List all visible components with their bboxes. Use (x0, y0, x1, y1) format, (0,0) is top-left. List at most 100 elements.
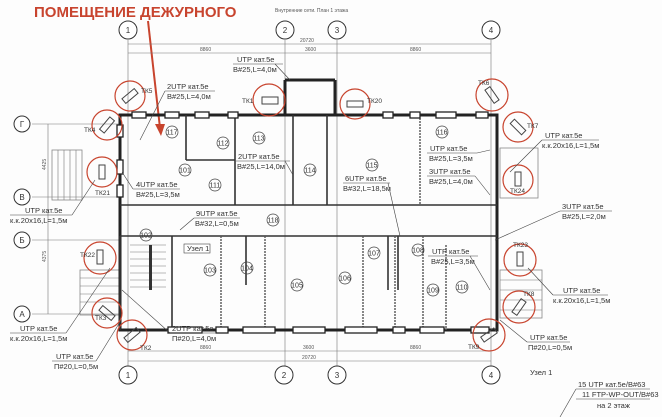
svg-text:6UTP кат.5e: 6UTP кат.5e (345, 174, 387, 183)
svg-text:В#25,L=4,0м: В#25,L=4,0м (429, 177, 473, 186)
room-115: 115 (365, 158, 379, 172)
svg-text:114: 114 (304, 168, 315, 175)
svg-text:107: 107 (368, 251, 380, 258)
svg-text:102: 102 (140, 233, 152, 240)
room-116: 116 (435, 125, 449, 139)
axis-row-v: В (19, 193, 24, 202)
room-110: 110 (455, 280, 469, 294)
svg-text:UTP кат.5e: UTP кат.5e (25, 206, 62, 215)
dimension-lines: 20720 8860 3600 8860 8860 3600 8860 2072… (42, 38, 491, 362)
axis-4-bottom: 4 (489, 371, 494, 380)
svg-text:15 UTP кат.5e/В#63: 15 UTP кат.5e/В#63 (578, 380, 645, 389)
svg-text:116: 116 (436, 130, 447, 137)
room-103: 103 (203, 263, 217, 277)
svg-text:к.к.20х16,L=1,5м: к.к.20х16,L=1,5м (10, 216, 67, 225)
annotation-16: 2UTP кат.5eП#20,L=4,0м (121, 289, 216, 343)
axis-row-g: Г (20, 120, 25, 129)
node-label-legend: Узел 1 (530, 368, 552, 377)
svg-text:ТК23: ТК23 (513, 242, 528, 249)
svg-text:ТК5: ТК5 (141, 88, 153, 95)
room-102: 102 (139, 228, 153, 242)
svg-text:11 FTP-WP-OUT/В#63: 11 FTP-WP-OUT/В#63 (582, 390, 659, 399)
svg-text:UTP кат.5e: UTP кат.5e (20, 324, 57, 333)
svg-text:на 2 этаж: на 2 этаж (597, 401, 630, 410)
node-label-plan: Узел 1 (187, 244, 209, 253)
annotation-14: UTP кат.5eк.к.20х16,L=1,5м (10, 267, 111, 343)
room-numbers: 117 112 113 114 115 116 101 111 118 102 … (139, 125, 469, 297)
annotation-2: 2UTP кат.5eВ#25,L=14,0м (236, 152, 294, 176)
annotation-0: UTP кат.5eВ#25,L=4,0м (233, 55, 291, 81)
dim-row-lower: 4375 (42, 251, 48, 262)
terminal-tk21: ТК21 (86, 156, 118, 197)
dim-bay-left-bottom: 8860 (200, 345, 211, 351)
annotation-11: UTP кат.5eк.к.20х16,L=1,5м (527, 267, 610, 305)
terminal-tk8: ТК8 (502, 290, 536, 324)
svg-text:118: 118 (267, 218, 278, 225)
room-114: 114 (303, 163, 317, 177)
svg-text:ТК6: ТК6 (478, 80, 490, 87)
dim-bay-right-bottom: 8860 (410, 345, 421, 351)
terminal-tk22: ТК22 (80, 241, 117, 275)
svg-text:103: 103 (204, 268, 216, 275)
cable-annotations: UTP кат.5eВ#25,L=4,0м 2UTP кат.5eВ#25,L=… (10, 55, 612, 371)
svg-text:ТК7: ТК7 (527, 123, 539, 130)
svg-text:В#25,L=4,0м: В#25,L=4,0м (233, 65, 277, 74)
terminal-tk1: ТК1 (242, 83, 286, 117)
highlight-arrow (147, 20, 165, 136)
room-112: 112 (216, 136, 230, 150)
svg-text:108: 108 (412, 248, 424, 255)
axis-row-b: Б (19, 236, 24, 245)
terminal-boxes: ТК5 ТК4 ТК1 ТК20 ТК6 ТК7 ТК21 ТК24 ТК22 … (80, 78, 539, 352)
svg-text:9UTP кат.5e: 9UTP кат.5e (196, 209, 238, 218)
svg-text:ТК3: ТК3 (95, 315, 107, 322)
room-109: 109 (426, 283, 440, 297)
annotation-8: UTP кат.5eк.к.20х16,L=1,5м (509, 131, 599, 173)
svg-text:ТК4: ТК4 (84, 127, 96, 134)
axis-3-top: 3 (335, 26, 340, 35)
annotation-13: UTP кат.5eк.к.20х16,L=1,5м (10, 179, 96, 225)
svg-text:ТК24: ТК24 (510, 188, 525, 195)
svg-text:ТК20: ТК20 (367, 98, 382, 105)
svg-text:2UTP кат.5e: 2UTP кат.5e (172, 324, 214, 333)
svg-text:109: 109 (427, 288, 439, 295)
terminal-tk5: ТК5 (114, 80, 153, 112)
svg-text:UTP кат.5e: UTP кат.5e (430, 144, 467, 153)
svg-text:3UTP кат.5e: 3UTP кат.5e (562, 202, 604, 211)
terminal-tk9: ТК9 (468, 318, 506, 352)
svg-text:к.к.20х16,L=1,5м: к.к.20х16,L=1,5м (10, 334, 67, 343)
room-106: 106 (338, 271, 352, 285)
axis-row-a: А (19, 310, 25, 319)
svg-text:115: 115 (366, 163, 377, 170)
svg-text:ТК9: ТК9 (468, 344, 480, 351)
terminal-tk2: ТК2 (116, 319, 152, 352)
svg-text:2UTP кат.5e: 2UTP кат.5e (238, 152, 280, 161)
svg-text:UTP кат.5e: UTP кат.5e (432, 247, 469, 256)
riser-annotation: 15 UTP кат.5e/В#63 11 FTP-WP-OUT/В#63 на… (559, 380, 659, 417)
svg-text:105: 105 (291, 283, 303, 290)
svg-text:к.к.20х16,L=1,5м: к.к.20х16,L=1,5м (553, 296, 610, 305)
svg-text:ТК22: ТК22 (80, 252, 95, 259)
axis-4-top: 4 (489, 26, 494, 35)
terminal-tk7: ТК7 (502, 111, 539, 143)
annotation-12: UTP кат.5eП#20,L=0,5м (499, 319, 572, 352)
room-101: 101 (178, 163, 192, 177)
axis-markers: 1 2 3 4 1 2 3 4 Г В Б А (13, 20, 501, 385)
svg-text:117: 117 (166, 130, 177, 137)
annotation-6: UTP кат.5eВ#25,L=3,5м (427, 144, 491, 163)
svg-text:В#25,L=3,5м: В#25,L=3,5м (136, 190, 180, 199)
dim-bay-left-top: 8860 (200, 47, 211, 53)
svg-text:106: 106 (339, 276, 351, 283)
svg-text:113: 113 (253, 136, 264, 143)
annotation-1: 2UTP кат.5eВ#25,L=4,0м (139, 82, 215, 141)
svg-text:В#25,L=14,0м: В#25,L=14,0м (237, 162, 285, 171)
annotation-15: UTP кат.5eП#20,L=0,5м (52, 321, 121, 371)
svg-text:В#25,L=3,5м: В#25,L=3,5м (431, 257, 475, 266)
annotation-7: 3UTP кат.5eВ#25,L=4,0м (427, 167, 491, 196)
terminal-tk24: ТК24 (502, 164, 534, 196)
terminal-tk6: ТК6 (475, 78, 509, 112)
dim-bay-mid-top: 3600 (305, 47, 316, 53)
svg-text:П#20,L=0,5м: П#20,L=0,5м (54, 362, 98, 371)
dim-total-bottom: 20720 (302, 355, 316, 361)
